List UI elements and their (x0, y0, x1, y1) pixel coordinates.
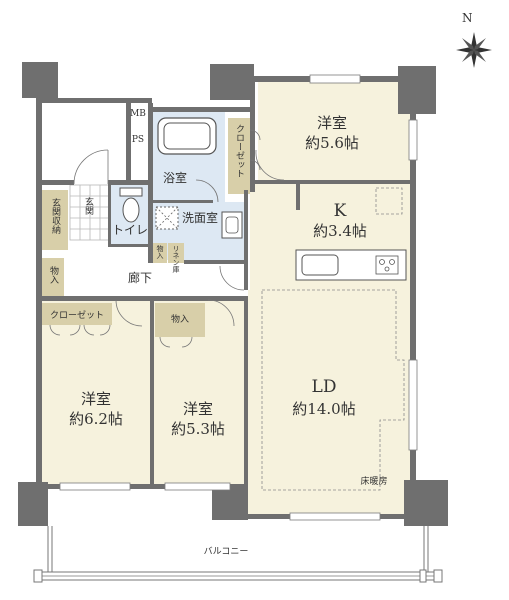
kitchen-name: K (334, 201, 347, 221)
ps-label: PS (132, 135, 144, 145)
entrance-label: 玄関 (83, 196, 94, 216)
storage-small (153, 243, 167, 263)
balcony (33, 526, 443, 583)
mb-label: MB (130, 109, 146, 119)
storage-entrance (42, 190, 68, 250)
room-western-s-size: 約5.3帖 (171, 420, 225, 438)
floor-heating-label: 床暖房 (360, 475, 387, 487)
room-western-ne-name: 洋室 (317, 114, 347, 132)
closet-ne-label: クローゼット (234, 124, 245, 178)
door-swings (73, 149, 285, 327)
compass-label: N (462, 11, 473, 25)
linen-label: リネン庫 (172, 245, 180, 274)
room-western-sw-name: 洋室 (81, 390, 111, 408)
compass-rose (456, 32, 492, 68)
balcony-label: バルコニー (204, 546, 249, 557)
entrance-tiles (69, 184, 111, 241)
washroom-label: 洗面室 (182, 210, 218, 225)
ld-name: LD (312, 377, 337, 397)
kitchen-size: 約3.4帖 (313, 222, 367, 240)
storage-mid (155, 303, 205, 337)
kitchen-counter (295, 249, 407, 281)
room-western-sw (42, 300, 150, 485)
floor-heating-area (261, 289, 405, 491)
washroom-fixtures (155, 206, 243, 239)
closet-sw-label: クローゼット (50, 309, 104, 321)
fridge-space (375, 187, 403, 215)
storage-small-label: 物入 (156, 244, 164, 259)
room-western-sw-size: 約6.2帖 (69, 410, 123, 428)
linen-closet (168, 243, 184, 263)
toilet-fixture (119, 187, 143, 223)
windows (59, 74, 418, 521)
room-western-ne (258, 82, 410, 182)
closet-doors (49, 129, 261, 348)
bath-label: 浴室 (163, 170, 187, 185)
room-western-ne-size: 約5.6帖 (305, 134, 359, 152)
entrance-storage-label: 玄関収納 (50, 197, 61, 235)
closet-sw (42, 303, 112, 325)
corridor-label: 廊下 (128, 270, 152, 285)
room-western-s-name: 洋室 (183, 400, 213, 418)
closet-ne (228, 118, 250, 194)
bathtub (157, 117, 217, 155)
storage-mid-label: 物入 (171, 313, 189, 325)
storage-left (42, 258, 64, 296)
room-ld (248, 290, 410, 515)
toilet-label: トイレ (112, 223, 148, 237)
storage-left-label: 物入 (48, 265, 59, 284)
ld-size: 約14.0帖 (292, 400, 355, 418)
